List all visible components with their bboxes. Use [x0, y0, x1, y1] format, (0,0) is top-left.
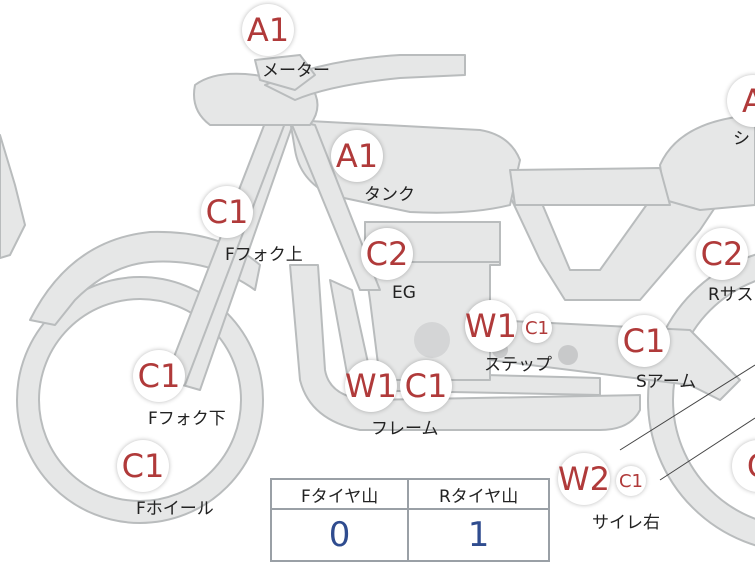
badge-front-wheel-c1: C1	[117, 440, 169, 492]
badge-swing-arm-c1: C1	[618, 315, 670, 367]
label-tank: タンク	[364, 185, 415, 205]
header-front-tire-tread: Fタイヤ山	[269, 478, 410, 510]
badge-step-w1: W1	[465, 300, 517, 352]
badge-front-fork-upper-c1: C1	[201, 186, 253, 238]
swing-arm-shape	[489, 319, 741, 401]
label-front-wheel: Fホイール	[136, 499, 214, 519]
leader-line	[619, 364, 755, 451]
label-seat: シ	[733, 129, 750, 149]
badge-frame-w1: W1	[345, 360, 397, 412]
label-swing-arm: Sアーム	[636, 372, 697, 392]
badge-front-fork-lower-c1: C1	[133, 350, 185, 402]
frame-lower-shape	[289, 264, 641, 431]
label-engine: EG	[392, 283, 416, 303]
seat-shape	[659, 114, 755, 211]
tire-tread-table: Fタイヤ山 Rタイヤ山 0 1	[269, 478, 550, 562]
badge-rear-wheel-c: C	[732, 440, 755, 492]
badge-tank-a1: A1	[331, 130, 383, 182]
label-step: ステップ	[484, 355, 552, 375]
badge-engine-c2: C2	[361, 228, 413, 280]
label-muffler-right: サイレ右	[592, 513, 660, 533]
label-front-fork-lower: Fフォク下	[148, 409, 226, 429]
badge-step-c1: C1	[522, 313, 552, 343]
badge-rear-suspension-c2: C2	[696, 228, 748, 280]
badge-muffler-right-c1: C1	[616, 466, 646, 496]
header-rear-tire-tread: Rタイヤ山	[407, 478, 550, 510]
value-front-tire-tread: 0	[269, 508, 410, 562]
front-wheel-shape	[17, 277, 263, 523]
rear-wheel-shape	[647, 253, 755, 547]
badge-muffler-right-w2: W2	[558, 453, 610, 505]
label-front-fork-upper: Fフォク上	[225, 245, 303, 265]
label-meter: メーター	[262, 61, 330, 81]
side-cover-shape	[509, 167, 671, 206]
left-edge-shape	[0, 134, 26, 259]
badge-meter-a1: A1	[242, 4, 294, 56]
badge-frame-c1: C1	[400, 360, 452, 412]
label-frame: フレーム	[371, 419, 439, 439]
label-rear-suspension: Rサス	[708, 285, 754, 305]
value-rear-tire-tread: 1	[407, 508, 550, 562]
front-fender-shape	[29, 230, 261, 326]
